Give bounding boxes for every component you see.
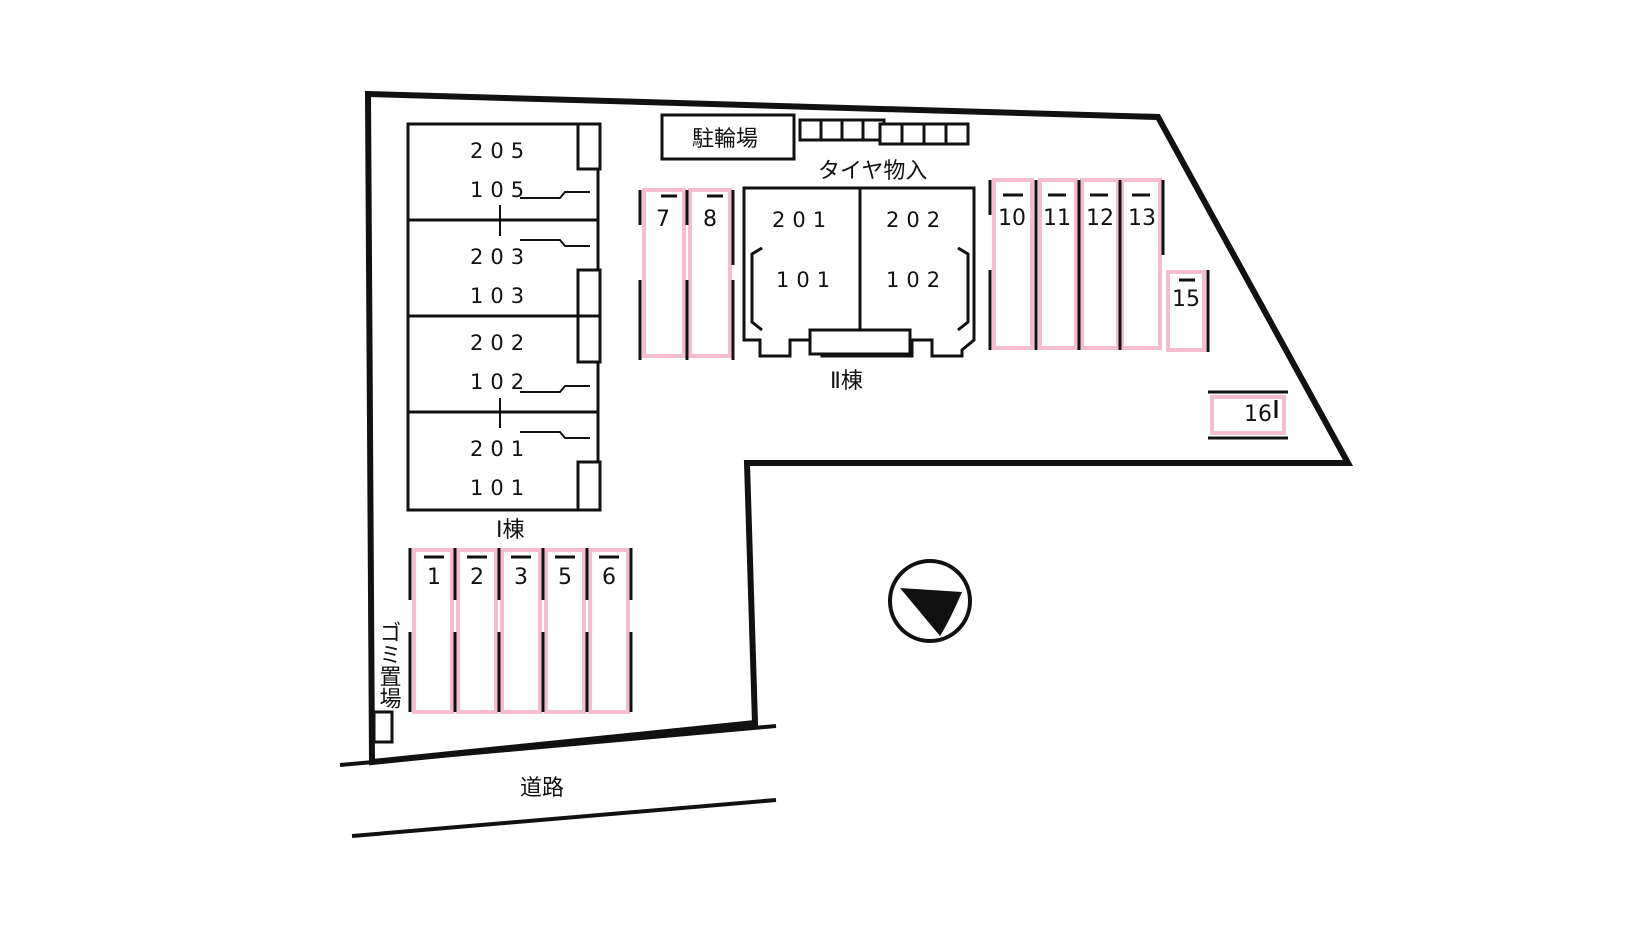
parking-space-16: 16: [1208, 390, 1288, 440]
unit-label: 102: [886, 268, 947, 292]
garbage-area: ゴミ置場: [372, 621, 402, 744]
parking-number: 8: [703, 207, 717, 232]
building-1-label: Ⅰ棟: [496, 518, 525, 543]
unit-label: 203: [470, 245, 531, 269]
parking-space: [1120, 178, 1162, 350]
parking-number: 2: [470, 565, 484, 590]
parking-number: 5: [558, 565, 572, 590]
unit-label: 201: [470, 437, 531, 461]
road-label: 道路: [520, 776, 564, 801]
parking-number: 11: [1043, 206, 1071, 231]
parking-number: 1: [427, 565, 441, 590]
building-2-label: Ⅱ棟: [830, 369, 863, 394]
road-edge-top: [339, 724, 777, 767]
svg-text:ゴミ置場: ゴミ置場: [376, 621, 402, 709]
building-2: [742, 186, 976, 358]
parking-space: [1080, 178, 1120, 350]
unit-label: 105: [470, 178, 531, 202]
parking-space-15: 15: [1166, 270, 1210, 352]
unit-label: 202: [470, 331, 531, 355]
bicycle-parking-label: 駐輪場: [692, 127, 758, 152]
parking-number: 3: [514, 565, 528, 590]
tire-storage-label: タイヤ物入: [818, 159, 927, 184]
unit-label: 103: [470, 284, 531, 308]
tire-storage: [798, 118, 970, 146]
parking-number: 10: [998, 206, 1026, 231]
parking-number: 6: [602, 565, 616, 590]
bicycle-parking: [660, 113, 796, 161]
parking-space: [588, 548, 630, 714]
parking-group-right: 10 11 12 13: [988, 178, 1165, 350]
unit-label: 202: [886, 208, 947, 232]
parking-group-bottom: 1 2 3 5 6: [408, 548, 633, 714]
parking-number: 13: [1128, 206, 1156, 231]
unit-label: 102: [470, 370, 531, 394]
unit-label: 205: [470, 139, 531, 163]
parking-space: [642, 188, 686, 358]
parking-space: [456, 548, 498, 714]
parking-space: [1038, 178, 1078, 350]
unit-label: 101: [470, 476, 531, 500]
parking-space: [688, 188, 732, 358]
parking-space: [544, 548, 586, 714]
parking-number: 16: [1244, 402, 1272, 427]
parking-group-middle: 7 8: [638, 188, 735, 360]
parking-number: 12: [1086, 206, 1114, 231]
parking-space: [412, 548, 454, 714]
parking-space: [500, 548, 542, 714]
parking-space: [992, 178, 1034, 350]
unit-label: 201: [772, 208, 833, 232]
parking-number: 15: [1172, 287, 1200, 312]
parking-number: 7: [656, 207, 670, 232]
road-edge-bottom: [351, 798, 777, 838]
north-arrow-icon: [888, 559, 972, 643]
building-1: 205 105 203 103 202 102 201 101: [406, 122, 602, 512]
unit-label: 101: [776, 268, 837, 292]
